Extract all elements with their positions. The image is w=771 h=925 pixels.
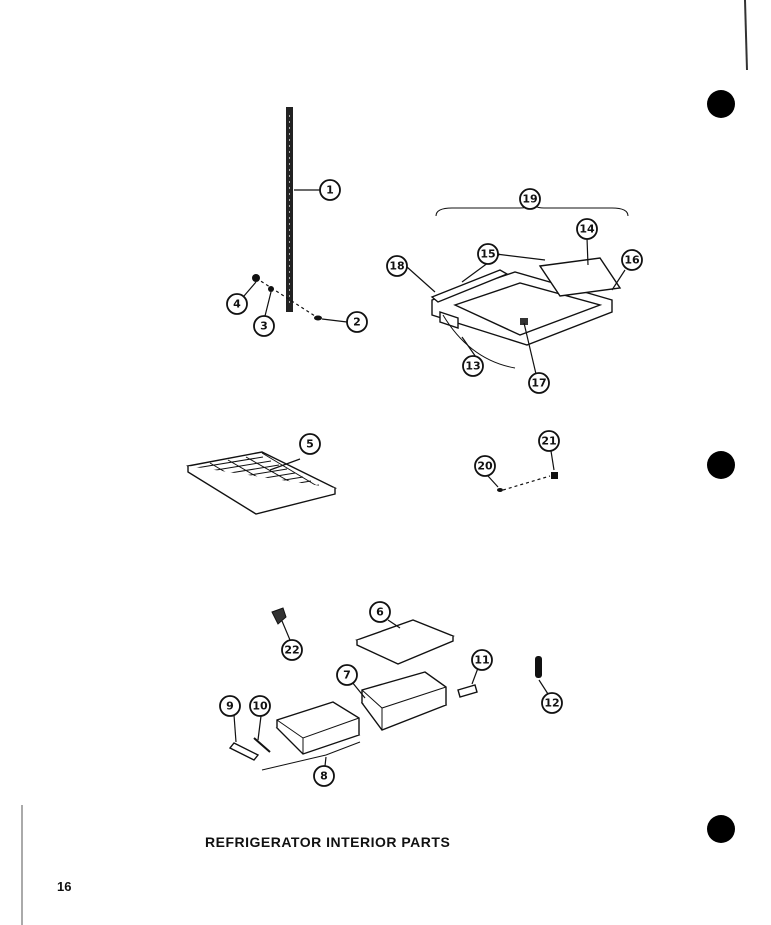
svg-text:15: 15	[480, 248, 495, 261]
part-11-pin	[457, 684, 478, 698]
svg-text:2: 2	[353, 316, 361, 329]
part-10-rod	[253, 737, 271, 753]
svg-text:21: 21	[541, 435, 556, 448]
callout-8: 8	[313, 765, 335, 787]
callout-7: 7	[336, 664, 358, 686]
callout-21: 21	[538, 430, 560, 452]
callout-16: 16	[621, 249, 643, 271]
svg-text:18: 18	[389, 260, 404, 273]
part-3-dot	[268, 286, 274, 292]
callout-6: 6	[369, 601, 391, 623]
crisper-pan-part	[360, 671, 448, 731]
part-21-clip	[551, 472, 558, 479]
callout-17: 17	[528, 372, 550, 394]
svg-text:22: 22	[284, 644, 299, 657]
part-22-fastener	[271, 607, 287, 625]
svg-text:9: 9	[226, 700, 234, 713]
page-edge-mark	[744, 0, 748, 71]
svg-text:7: 7	[343, 669, 351, 682]
callout-15: 15	[477, 243, 499, 265]
svg-text:11: 11	[474, 654, 489, 667]
part-9-rail	[228, 742, 260, 761]
svg-text:1: 1	[326, 184, 334, 197]
callout-20: 20	[474, 455, 496, 477]
callout-10: 10	[249, 695, 271, 717]
part-4-dot	[252, 274, 260, 282]
callout-18: 18	[386, 255, 408, 277]
svg-text:14: 14	[579, 223, 595, 236]
svg-text:4: 4	[233, 298, 241, 311]
binder-hole	[707, 451, 735, 479]
svg-text:5: 5	[306, 438, 314, 451]
svg-text:12: 12	[544, 697, 559, 710]
callout-12: 12	[541, 692, 563, 714]
svg-text:10: 10	[252, 700, 268, 713]
svg-text:8: 8	[320, 770, 328, 783]
callout-19: 19	[519, 188, 541, 210]
binder-hole	[707, 90, 735, 118]
part-20-screw	[497, 488, 503, 492]
svg-text:6: 6	[376, 606, 384, 619]
svg-text:3: 3	[260, 320, 268, 333]
page-number: 16	[57, 879, 72, 894]
callout-14: 14	[576, 218, 598, 240]
callout-13: 13	[462, 355, 484, 377]
svg-text:19: 19	[522, 193, 537, 206]
callout-5: 5	[299, 433, 321, 455]
callout-11: 11	[471, 649, 493, 671]
svg-text:17: 17	[531, 377, 546, 390]
svg-text:20: 20	[477, 460, 493, 473]
page-title: REFRIGERATOR INTERIOR PARTS	[205, 834, 451, 850]
wire-shelf-part	[186, 451, 338, 515]
svg-text:13: 13	[465, 360, 480, 373]
part-12-spring	[535, 656, 542, 678]
callout-4: 4	[226, 293, 248, 315]
callout-1: 1	[319, 179, 341, 201]
crisper-cover-part	[355, 619, 455, 665]
callout-22: 22	[281, 639, 303, 661]
callout-9: 9	[219, 695, 241, 717]
svg-text:16: 16	[624, 254, 640, 267]
shelf-standard-part	[286, 107, 293, 312]
callout-2: 2	[346, 311, 368, 333]
shelf-assembly-part	[430, 257, 622, 369]
binder-hole	[707, 815, 735, 843]
drawer-part	[275, 701, 361, 755]
callout-3: 3	[253, 315, 275, 337]
